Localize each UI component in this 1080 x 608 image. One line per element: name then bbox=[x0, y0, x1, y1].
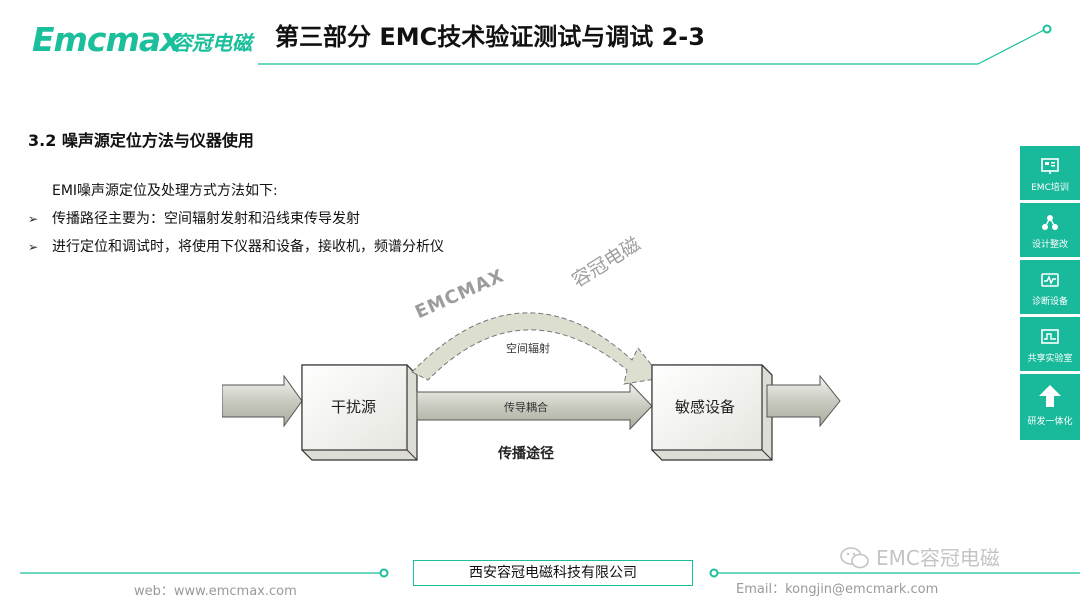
lab-icon bbox=[1041, 329, 1059, 344]
page-title: 第三部分 EMC技术验证测试与调试 2-3 bbox=[275, 23, 705, 51]
wechat-icon bbox=[840, 547, 869, 569]
bullet-arrow-icon: ➢ bbox=[28, 240, 39, 254]
logo-cn: 容冠电磁 bbox=[172, 31, 252, 55]
victim-label: 敏感设备 bbox=[675, 398, 735, 416]
output-arrow bbox=[766, 374, 841, 428]
conduction-arrow bbox=[416, 381, 653, 431]
sidebar-item-label: EMC培训 bbox=[1031, 183, 1069, 193]
sidebar-item-design[interactable]: 设计整改 bbox=[1020, 203, 1080, 257]
sidebar-item-rnd[interactable]: 研发一体化 bbox=[1020, 374, 1080, 440]
sidebar-item-diagnosis[interactable]: 诊断设备 bbox=[1020, 260, 1080, 314]
radiation-arrow bbox=[411, 312, 663, 385]
bullet-text: 传播路径主要为：空间辐射发射和沿线束传导发射 bbox=[52, 211, 360, 227]
list-item: ➢ 进行定位和调试时，将使用下仪器和设备，接收机，频谱分析仪 bbox=[28, 236, 444, 264]
sidebar-item-label: 共享实验室 bbox=[1027, 354, 1073, 364]
radiation-label: 空间辐射 bbox=[506, 341, 550, 355]
footer-email: Email：kongjin@emcmark.com bbox=[736, 582, 939, 597]
footer-brand: EMC容冠电磁 bbox=[840, 545, 1000, 571]
sidebar-item-label: 诊断设备 bbox=[1031, 297, 1068, 307]
source-box bbox=[301, 364, 418, 461]
bullet-arrow-icon: ➢ bbox=[28, 212, 39, 226]
brand-logo: Emcmax 容冠电磁 bbox=[32, 20, 252, 60]
path-label: 传播途径 bbox=[497, 445, 554, 462]
propagation-diagram: 干扰源 传导耦合 空间辐射 敏感设备 传播途径 bbox=[222, 312, 841, 462]
sidebar-item-training[interactable]: EMC培训 bbox=[1020, 146, 1080, 200]
logo-text: Emcmax bbox=[32, 20, 181, 59]
training-icon bbox=[1041, 158, 1059, 174]
section-title: 3.2 噪声源定位方法与仪器使用 bbox=[28, 131, 254, 150]
sidebar-item-label: 设计整改 bbox=[1031, 240, 1068, 250]
sidebar-item-lab[interactable]: 共享实验室 bbox=[1020, 317, 1080, 371]
sidebar-item-label: 研发一体化 bbox=[1027, 417, 1073, 427]
bullet-list: ➢ 传播路径主要为：空间辐射发射和沿线束传导发射 ➢ 进行定位和调试时，将使用下… bbox=[28, 208, 444, 264]
list-item: ➢ 传播路径主要为：空间辐射发射和沿线束传导发射 bbox=[28, 208, 444, 236]
input-arrow bbox=[222, 374, 303, 428]
diagnosis-icon bbox=[1041, 273, 1059, 287]
design-icon bbox=[1042, 215, 1058, 230]
footer-brand-text: EMC容冠电磁 bbox=[876, 546, 1000, 570]
footer-web: web：www.emcmax.com bbox=[134, 584, 297, 599]
source-label: 干扰源 bbox=[331, 398, 376, 416]
conduction-label: 传导耦合 bbox=[504, 400, 548, 414]
footer-company: 西安容冠电磁科技有限公司 bbox=[413, 560, 693, 586]
arrow-up-icon bbox=[1039, 385, 1061, 407]
right-sidebar: EMC培训 设计整改 诊断设备 共享实验室 研发一体化 bbox=[1020, 146, 1080, 443]
victim-box bbox=[651, 364, 773, 461]
intro-text: EMI噪声源定位及处理方式方法如下: bbox=[52, 183, 278, 199]
bullet-text: 进行定位和调试时，将使用下仪器和设备，接收机，频谱分析仪 bbox=[52, 239, 444, 255]
watermark-cn: 容冠电磁 bbox=[568, 233, 645, 293]
